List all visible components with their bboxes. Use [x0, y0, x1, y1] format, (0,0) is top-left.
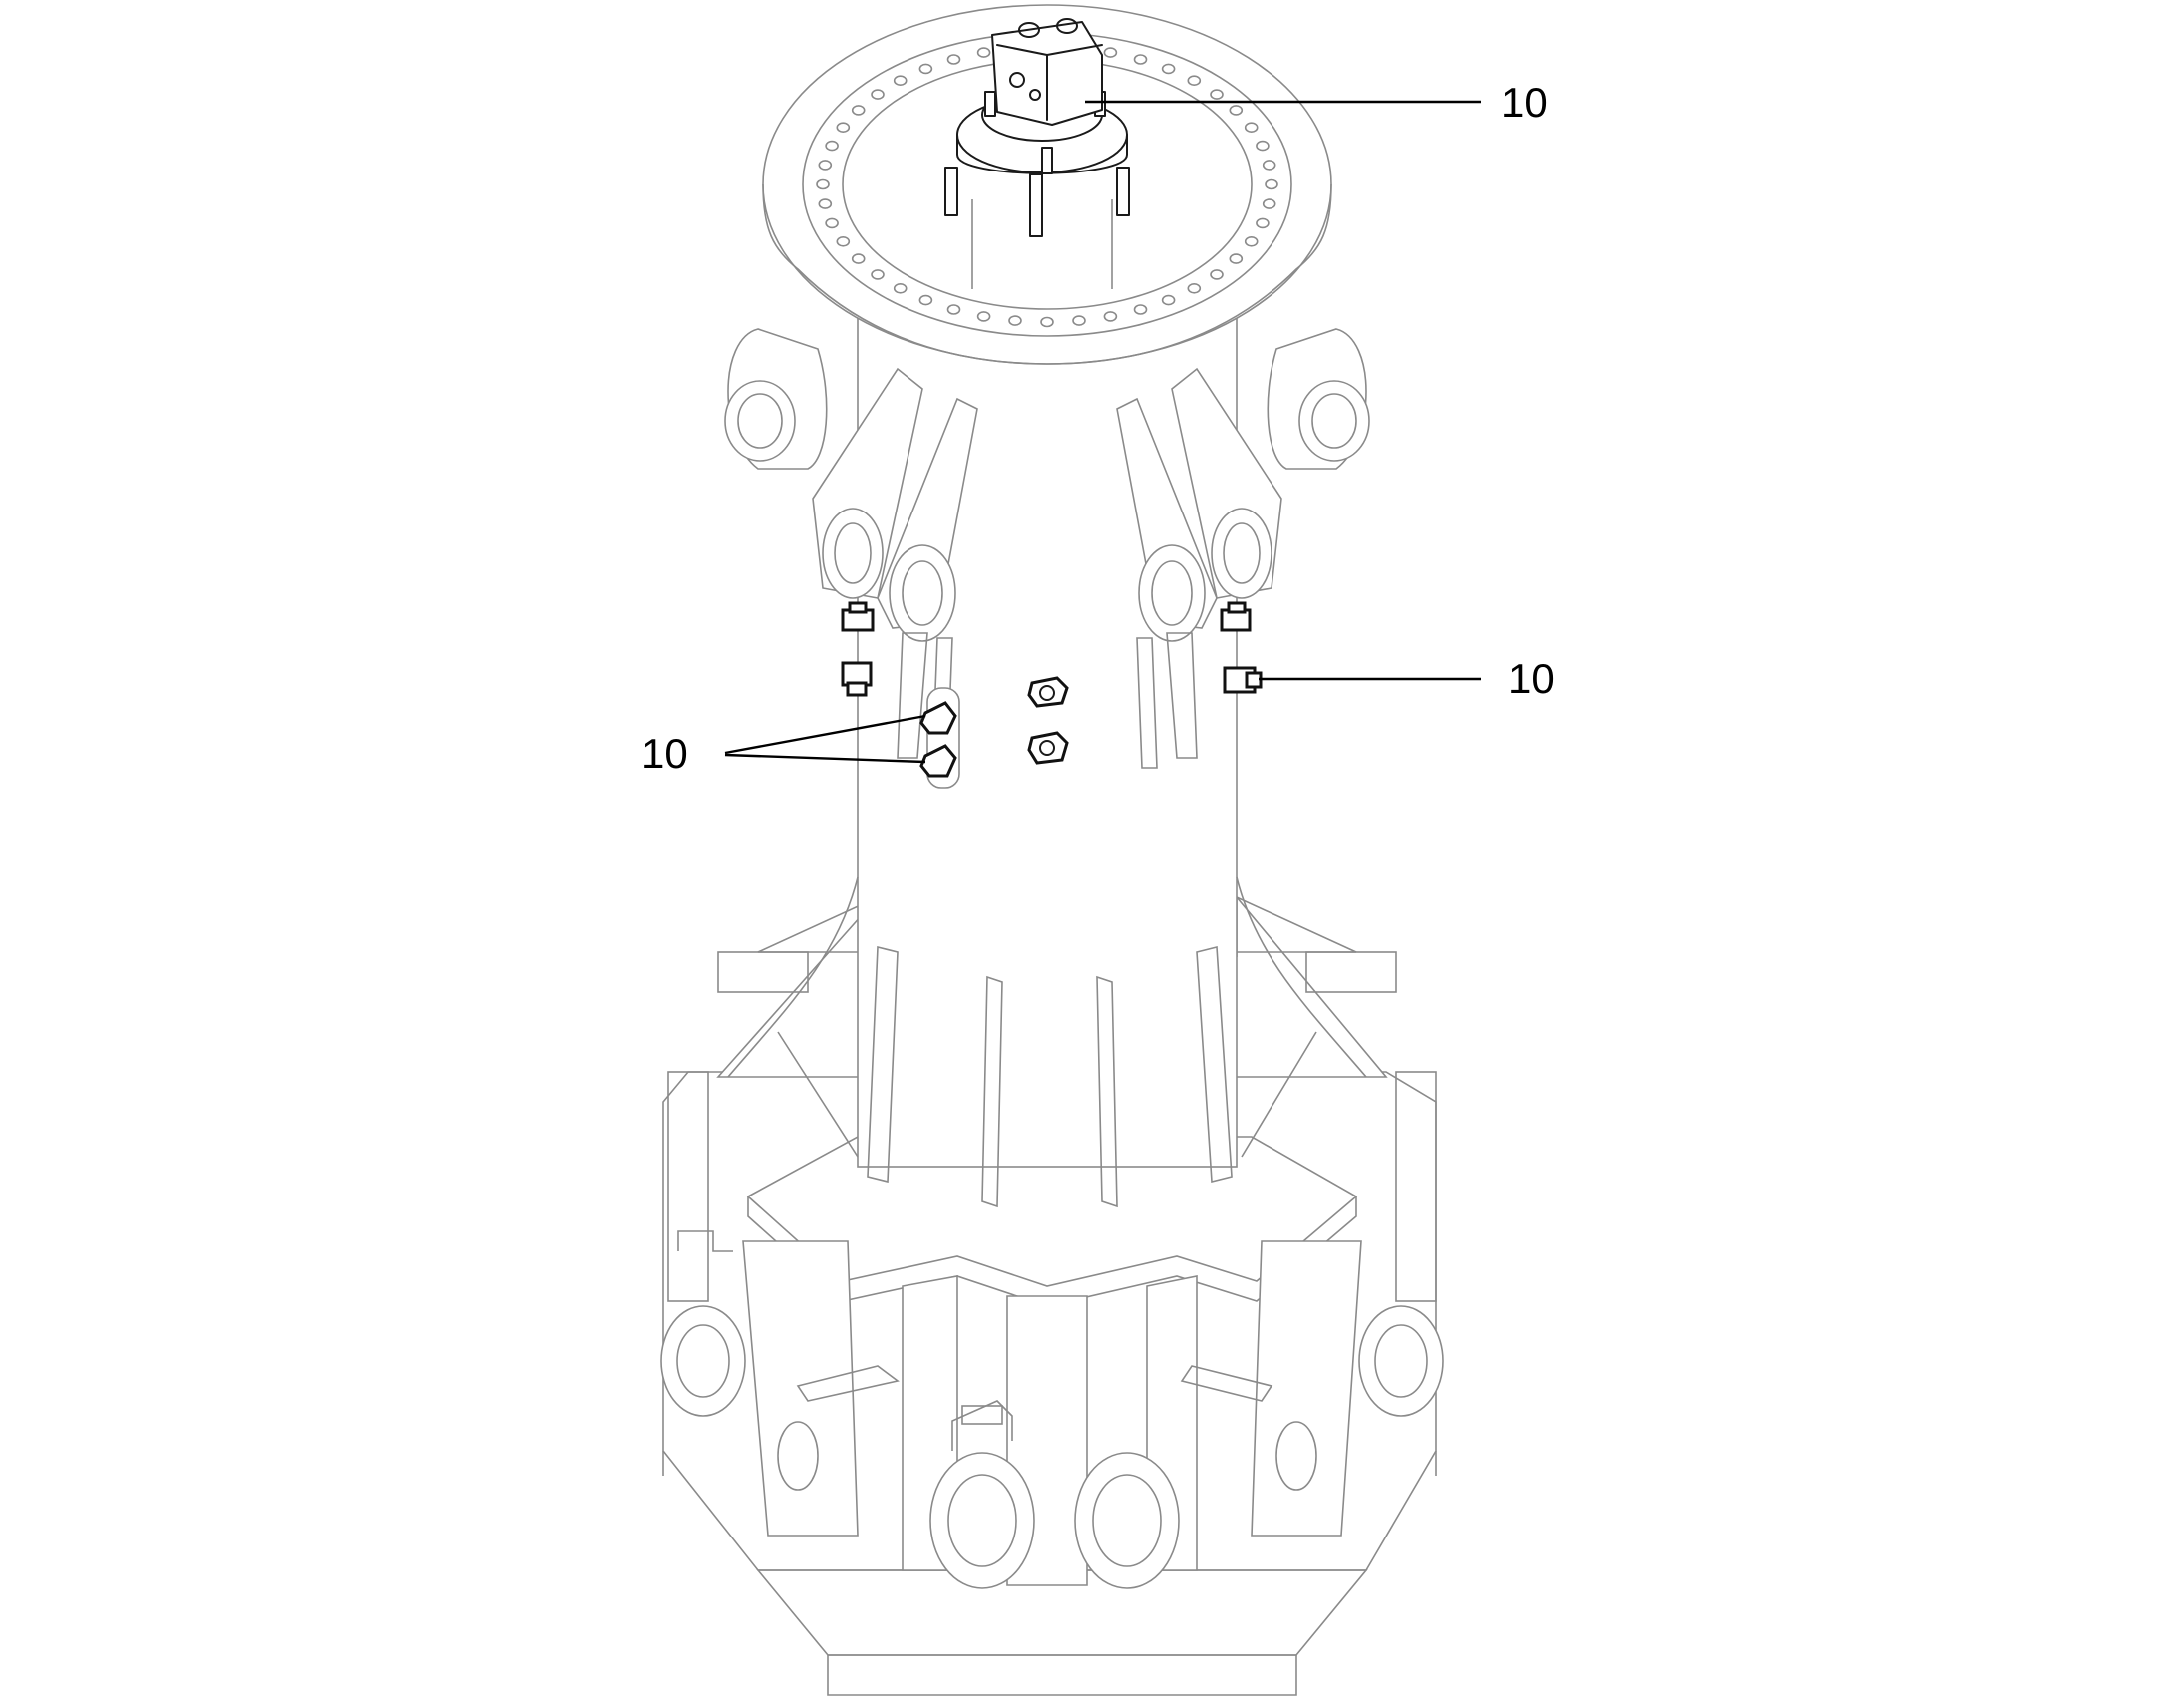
upper-lugs — [724, 328, 1370, 769]
rotary-hub — [944, 18, 1130, 289]
callout-label-right: 10 — [1508, 655, 1555, 702]
bolt-hole — [946, 304, 961, 315]
bolt-hole — [1262, 198, 1276, 209]
bolt-hole — [918, 63, 933, 75]
fitting-upper-left — [841, 601, 875, 632]
bolt-hole — [1265, 178, 1278, 190]
bolt-circle — [816, 41, 1278, 328]
bolt-hole — [836, 236, 851, 247]
bolt-hole — [818, 160, 833, 171]
bolt-hole — [1161, 294, 1176, 306]
callout-label-top: 10 — [1501, 79, 1548, 126]
bolt-hole — [1103, 47, 1118, 58]
bolt-hole — [836, 122, 851, 133]
bolt-hole — [893, 75, 908, 86]
bolt-hole — [818, 198, 833, 209]
bolt-hole — [1072, 315, 1086, 326]
bolt-hole — [1187, 282, 1202, 294]
bolt-hole — [893, 282, 908, 294]
bolt-hole — [1244, 236, 1259, 247]
bolt-hole — [1210, 89, 1224, 100]
bolt-hole — [1256, 217, 1270, 229]
central-column — [727, 298, 1367, 1208]
bolt-hole — [825, 217, 839, 229]
bolt-hole — [1161, 63, 1176, 75]
fitting-left-mid — [841, 661, 873, 697]
bolt-hole — [1133, 304, 1148, 315]
callout-label-left: 10 — [641, 730, 688, 777]
bolt-hole — [825, 140, 839, 152]
top-ring-flange — [762, 4, 1332, 365]
bolt-hole — [1262, 160, 1276, 171]
bolt-hole — [976, 311, 991, 322]
fitting-center-upper — [1027, 676, 1069, 708]
fitting-upper-right — [1220, 601, 1252, 632]
bolt-hole — [1187, 75, 1202, 86]
leader-left-1 — [724, 714, 926, 755]
bolt-hole — [871, 269, 885, 280]
fitting-left-plate — [919, 687, 960, 789]
bolt-hole — [1133, 54, 1148, 65]
leader-lines — [724, 100, 1481, 764]
fitting-center-lower — [1027, 731, 1069, 765]
bolt-hole — [1040, 316, 1054, 328]
bolt-hole — [1244, 122, 1259, 133]
bolt-hole — [976, 47, 991, 58]
base-housing — [660, 896, 1444, 1696]
bolt-hole — [1103, 311, 1118, 322]
bolt-hole — [918, 294, 933, 306]
bolt-hole — [851, 105, 866, 116]
bolt-hole — [1229, 105, 1244, 116]
bolt-hole — [851, 253, 866, 264]
bolt-hole — [1256, 140, 1270, 152]
bolt-hole — [816, 178, 830, 190]
leader-left-2 — [724, 753, 926, 764]
bolt-hole — [1008, 315, 1022, 326]
grease-fittings — [841, 601, 1263, 789]
bolt-hole — [1229, 253, 1244, 264]
bolt-hole — [946, 54, 961, 65]
bolt-hole — [1210, 269, 1224, 280]
fitting-right-callout — [1223, 666, 1263, 694]
bolt-hole — [871, 89, 885, 100]
